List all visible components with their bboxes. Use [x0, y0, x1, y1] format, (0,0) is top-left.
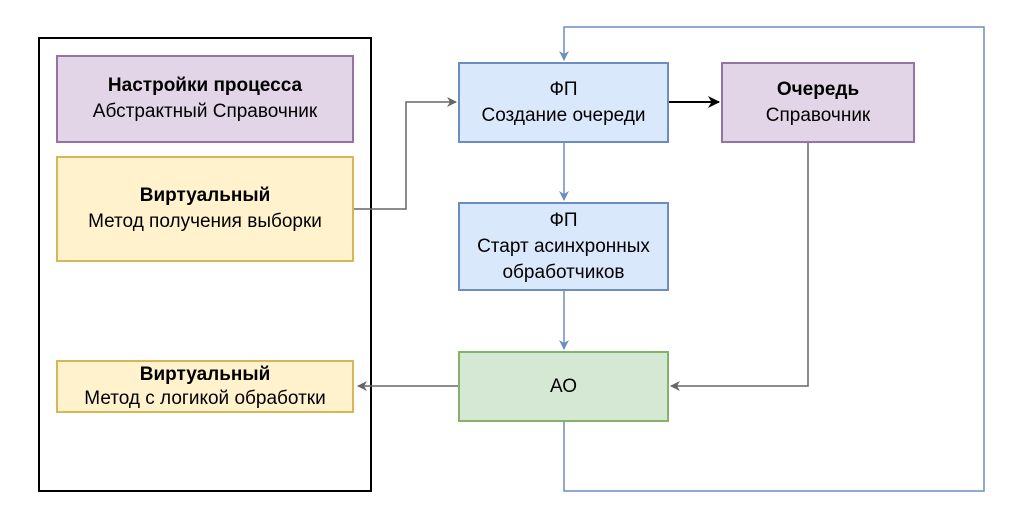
ao-node: АО	[458, 351, 669, 422]
queue-node: Очередь Справочник	[721, 62, 915, 143]
queue-subtitle: Справочник	[765, 104, 871, 126]
fp-queue-node: ФП Создание очереди	[458, 62, 669, 143]
settings-title: Настройки процесса	[107, 75, 303, 96]
virtual-sample-title: Виртуальный	[139, 185, 271, 206]
fp-start-node: ФП Старт асинхронных обработчиков	[458, 202, 669, 291]
virtual-logic-subtitle: Метод с логикой обработки	[84, 387, 326, 409]
edge-queue-to-ao	[670, 143, 809, 391]
settings-subtitle: Абстрактный Справочник	[92, 101, 318, 122]
fp-queue-subtitle: Создание очереди	[481, 104, 646, 126]
queue-title: Очередь	[776, 78, 860, 100]
fp-start-title: ФП	[549, 209, 578, 231]
edge-sample-to-fp-queue	[354, 97, 457, 210]
virtual-sample-subtitle: Метод получения выборки	[88, 211, 322, 232]
fp-start-subtitle: Старт асинхронных обработчиков	[477, 235, 650, 283]
ao-label: АО	[549, 375, 578, 397]
settings-node: Настройки процесса Абстрактный Справочни…	[56, 55, 354, 143]
fp-queue-title: ФП	[549, 78, 578, 100]
virtual-sample-node: Виртуальный Метод получения выборки	[56, 156, 354, 262]
virtual-logic-node: Виртуальный Метод с логикой обработки	[56, 360, 354, 413]
virtual-logic-title: Виртуальный	[139, 363, 271, 385]
edge-ao-loop-to-fp-queue	[559, 26, 985, 492]
